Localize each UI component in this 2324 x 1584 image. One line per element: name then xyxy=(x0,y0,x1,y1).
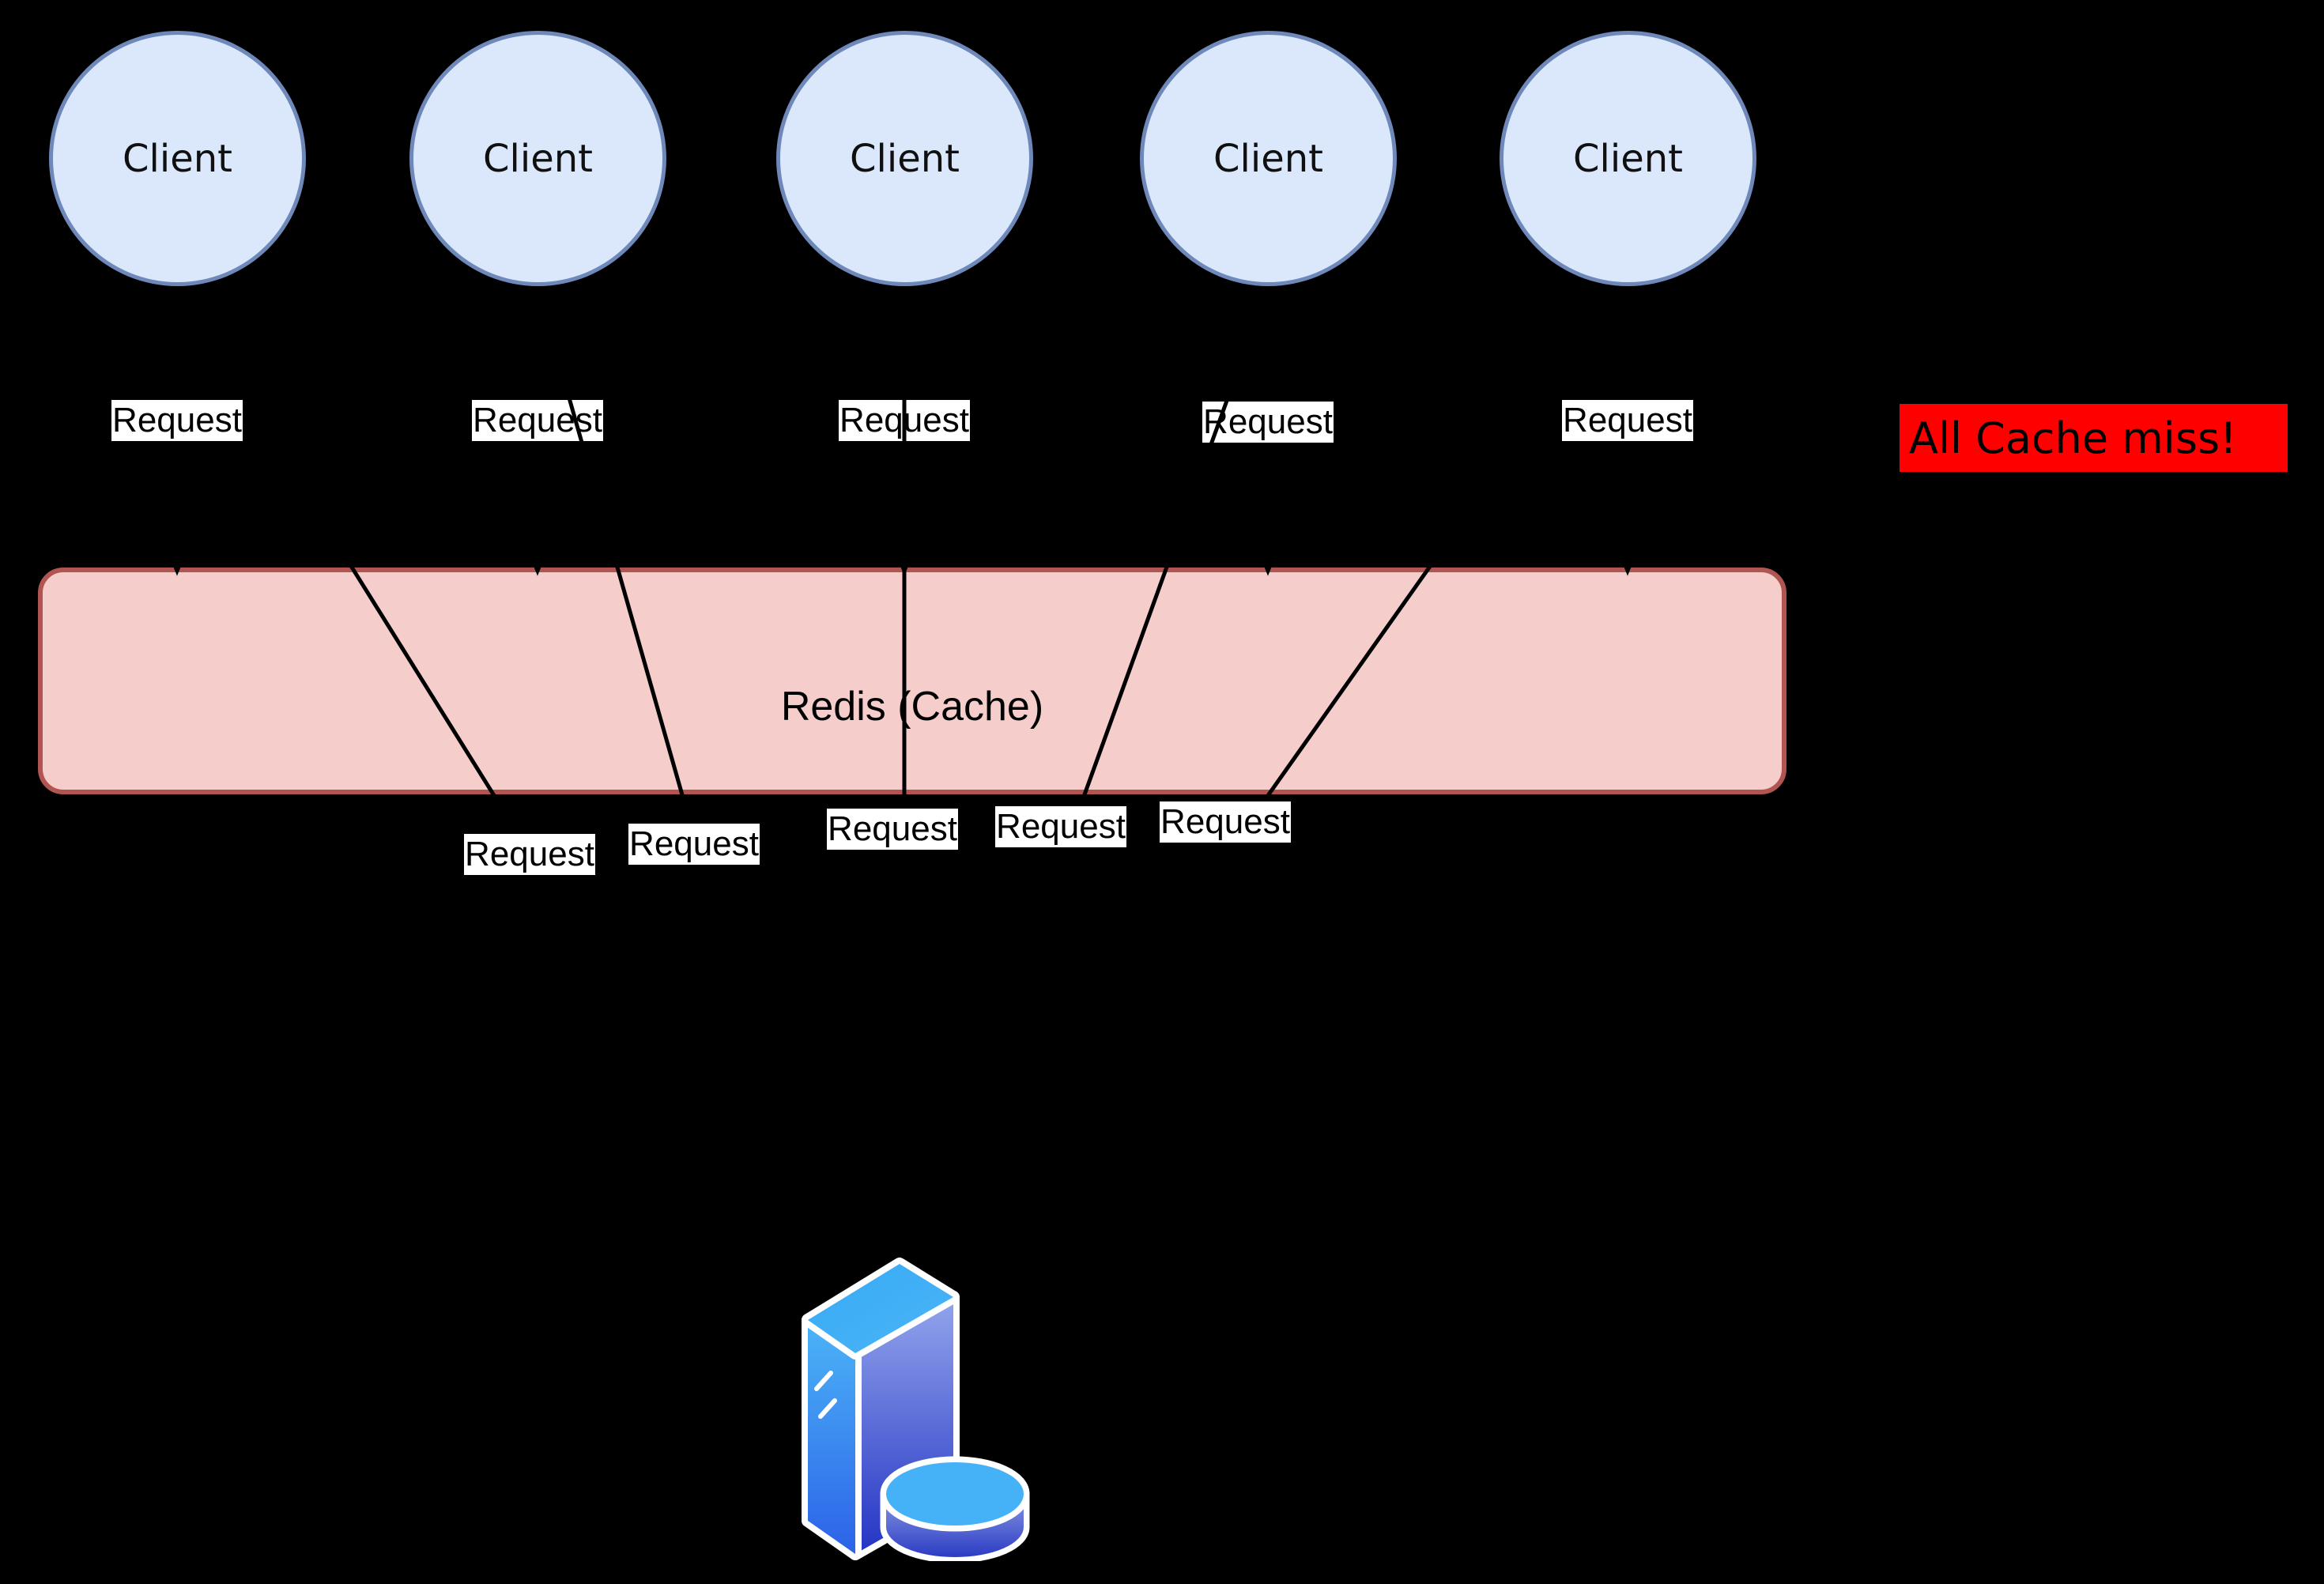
request-text: Request xyxy=(473,401,602,439)
request-label: Request xyxy=(464,834,595,875)
all-cache-miss-callout: All Cache miss! xyxy=(1900,404,2288,472)
client-label: Client xyxy=(123,136,232,181)
request-text: Request xyxy=(629,824,759,863)
client-node: Client xyxy=(49,31,306,286)
request-text: Request xyxy=(1160,802,1290,841)
request-label: Request xyxy=(839,400,970,441)
request-label: Request xyxy=(111,400,243,441)
request-label: Request xyxy=(1562,400,1693,441)
client-label: Client xyxy=(1213,136,1323,181)
request-text: Request xyxy=(996,807,1126,846)
server-vent-marks xyxy=(814,1371,837,1419)
redis-cache-label: Redis (Cache) xyxy=(780,684,1044,730)
client-node: Client xyxy=(776,31,1033,286)
request-label: Request xyxy=(995,806,1126,847)
all-cache-miss-text: All Cache miss! xyxy=(1909,413,2237,463)
client-node: Client xyxy=(409,31,666,286)
request-text: Request xyxy=(839,401,969,439)
client-node: Client xyxy=(1140,31,1397,286)
request-text: Request xyxy=(465,835,594,873)
request-label: Request xyxy=(628,824,760,865)
request-text: Request xyxy=(1203,402,1333,441)
client-label: Client xyxy=(1573,136,1683,181)
database-server-icon xyxy=(802,1258,1030,1561)
redis-cache-box xyxy=(38,568,1786,794)
request-label: Request xyxy=(1160,801,1291,843)
client-node: Client xyxy=(1500,31,1756,286)
request-label: Request xyxy=(472,400,603,441)
request-label: Request xyxy=(1202,402,1334,443)
request-text: Request xyxy=(828,809,957,848)
request-text: Request xyxy=(112,401,242,439)
server-top-face xyxy=(802,1258,960,1360)
request-label: Request xyxy=(827,809,958,850)
database-cylinder-top xyxy=(880,1456,1030,1532)
client-label: Client xyxy=(850,136,960,181)
request-text: Request xyxy=(1563,401,1692,439)
client-label: Client xyxy=(483,136,593,181)
